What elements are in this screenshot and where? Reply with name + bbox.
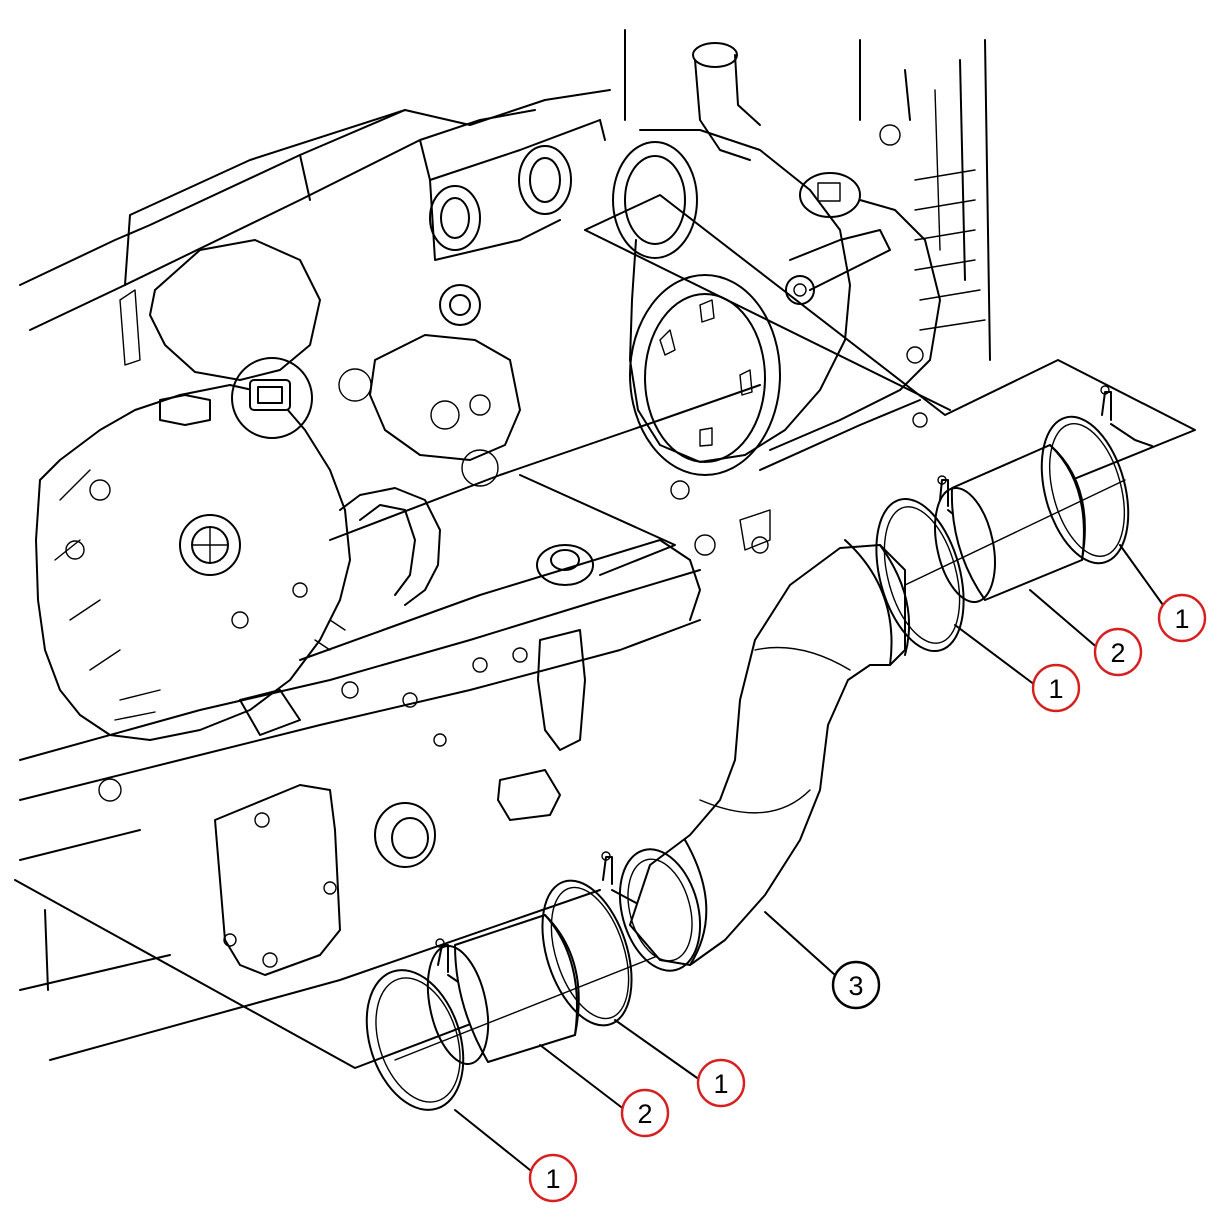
- callout-label: 2: [637, 1099, 652, 1129]
- callout-label: 1: [1048, 674, 1063, 704]
- lower-hose-assembly: [365, 851, 661, 1111]
- callout-layer: 1 2 1 3 1 2 1: [528, 593, 1207, 1203]
- callout-ring: [1157, 593, 1207, 643]
- section-planes: [14, 194, 1196, 1069]
- callout-2: 2: [1093, 627, 1143, 677]
- callout-3: 3: [831, 960, 881, 1010]
- callout-1: 1: [528, 1153, 578, 1203]
- leader-lines: [454, 544, 1164, 1171]
- turbocharger: [612, 42, 941, 621]
- callout-label: 2: [1110, 638, 1125, 668]
- callout-label: 1: [713, 1069, 728, 1099]
- callout-ring: [696, 1058, 746, 1108]
- callout-ring: [620, 1088, 670, 1138]
- callout-1: 1: [1031, 663, 1081, 713]
- callout-label: 1: [1174, 604, 1189, 634]
- callout-ring: [528, 1153, 578, 1203]
- engine-block: [19, 29, 991, 1061]
- callout-ring: [1093, 627, 1143, 677]
- callout-1: 1: [1157, 593, 1207, 643]
- callout-label: 1: [545, 1164, 560, 1194]
- callout-2: 2: [620, 1088, 670, 1138]
- upper-hose-assembly: [875, 385, 1153, 653]
- callout-ring: [1031, 663, 1081, 713]
- charge-air-tube: [618, 539, 911, 972]
- callout-1: 1: [696, 1058, 746, 1108]
- callout-ring: [831, 960, 881, 1010]
- callout-label: 3: [848, 971, 863, 1001]
